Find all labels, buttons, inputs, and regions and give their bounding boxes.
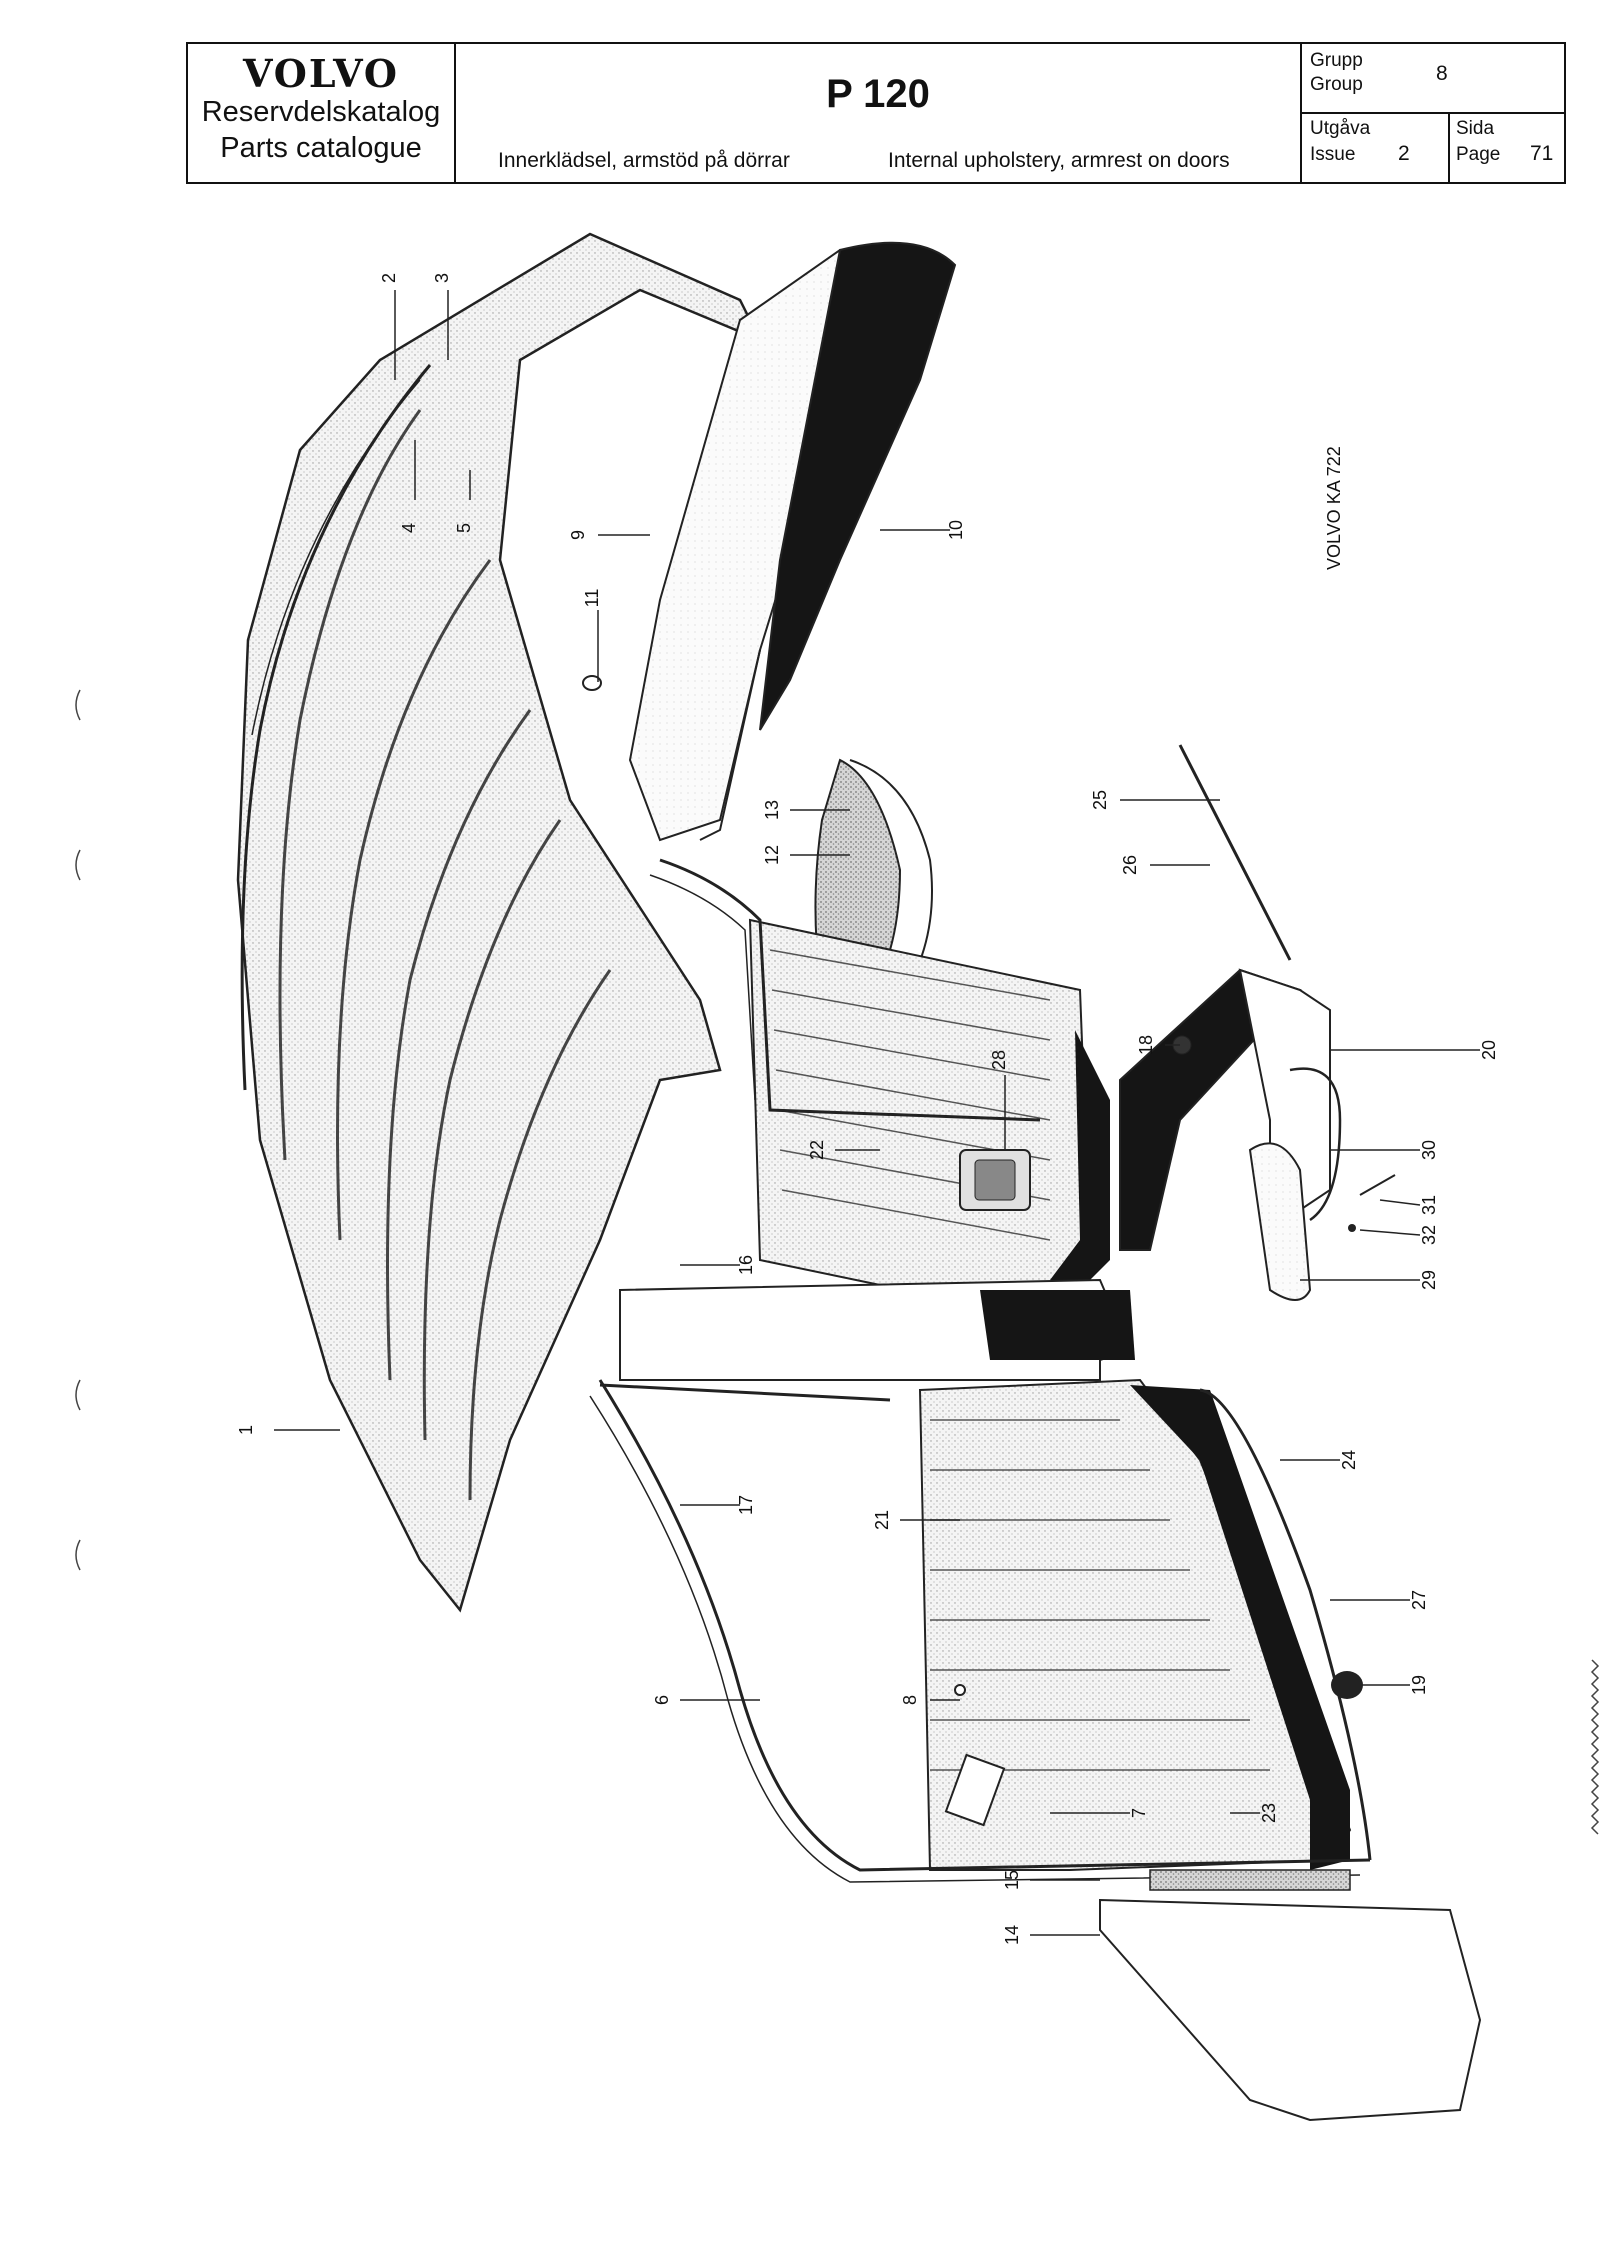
callout-28: 28 (989, 1050, 1009, 1070)
callout-7: 7 (1129, 1808, 1149, 1818)
callout-23: 23 (1259, 1803, 1279, 1823)
callout-6: 6 (652, 1695, 672, 1705)
catalog-title-sv: Reservdelskatalog (201, 96, 441, 128)
armrest-part-29 (1248, 1142, 1312, 1301)
section-title-en: Internal upholstery, armrest on doors (888, 149, 1230, 172)
callout-17: 17 (736, 1495, 756, 1515)
callout-24: 24 (1339, 1450, 1359, 1470)
group-value: 8 (1436, 62, 1448, 85)
issue-label-sv: Utgåva (1310, 118, 1371, 139)
group-cell: Grupp Group 8 (1302, 44, 1566, 114)
page-label-sv: Sida (1456, 118, 1495, 139)
callout-8: 8 (900, 1695, 920, 1705)
callout-5: 5 (454, 523, 474, 533)
headliner-part-1 (236, 232, 763, 1613)
callout-27: 27 (1409, 1590, 1429, 1610)
callout-13: 13 (762, 800, 782, 820)
callout-22: 22 (807, 1140, 827, 1160)
callout-3: 3 (432, 273, 452, 283)
tear-edge (1590, 1659, 1600, 1835)
kick-panel-part-14 (1099, 1898, 1482, 2122)
callout-9: 9 (568, 530, 588, 540)
page-label-en: Page (1456, 144, 1501, 165)
catalog-header: VOLVO Reservdelskatalog Parts catalogue … (186, 42, 1566, 184)
callout-32: 32 (1419, 1225, 1439, 1245)
callout-25: 25 (1090, 790, 1110, 810)
brand-block: VOLVO Reservdelskatalog Parts catalogue (188, 44, 456, 182)
callout-16: 16 (736, 1255, 756, 1275)
callout-2: 2 (379, 273, 399, 283)
volvo-logo: VOLVO (242, 51, 400, 96)
callout-14: 14 (1002, 1925, 1022, 1945)
callout-30: 30 (1419, 1140, 1439, 1160)
title-block: P 120 Innerklädsel, armstöd på dörrar In… (456, 44, 1302, 182)
callout-1: 1 (236, 1425, 256, 1435)
model-title: P 120 (826, 72, 930, 116)
callout-10: 10 (946, 520, 966, 540)
callout-21: 21 (872, 1510, 892, 1530)
callout-15: 15 (1002, 1870, 1022, 1890)
group-label-sv: Grupp (1310, 50, 1363, 71)
rear-door-panel-part-22 (748, 918, 1092, 1292)
group-label-en: Group (1310, 74, 1363, 95)
callout-31: 31 (1419, 1195, 1439, 1215)
callout-20: 20 (1479, 1040, 1499, 1060)
section-title-sv: Innerklädsel, armstöd på dörrar (498, 149, 790, 172)
issue-label-en: Issue (1310, 144, 1356, 165)
page-value: 71 (1530, 142, 1554, 165)
callout-4: 4 (399, 523, 419, 533)
callout-19: 19 (1409, 1675, 1429, 1695)
callout-11: 11 (582, 589, 602, 608)
info-block: Grupp Group 8 Utgåva Issue 2 Sida Page 7… (1302, 44, 1566, 182)
rear-shelf-part-10 (759, 241, 957, 731)
binder-marks (75, 689, 81, 1571)
callout-12: 12 (762, 845, 782, 865)
callout-18: 18 (1136, 1035, 1156, 1055)
callout-26: 26 (1120, 855, 1140, 875)
issue-value: 2 (1398, 142, 1410, 165)
drawing-reference: VOLVO KA 722 (1324, 446, 1344, 570)
callout-29: 29 (1419, 1270, 1439, 1290)
catalog-title-en: Parts catalogue (220, 132, 422, 164)
page-cell: Sida Page 71 (1448, 112, 1566, 182)
issue-cell: Utgåva Issue 2 (1302, 112, 1450, 182)
